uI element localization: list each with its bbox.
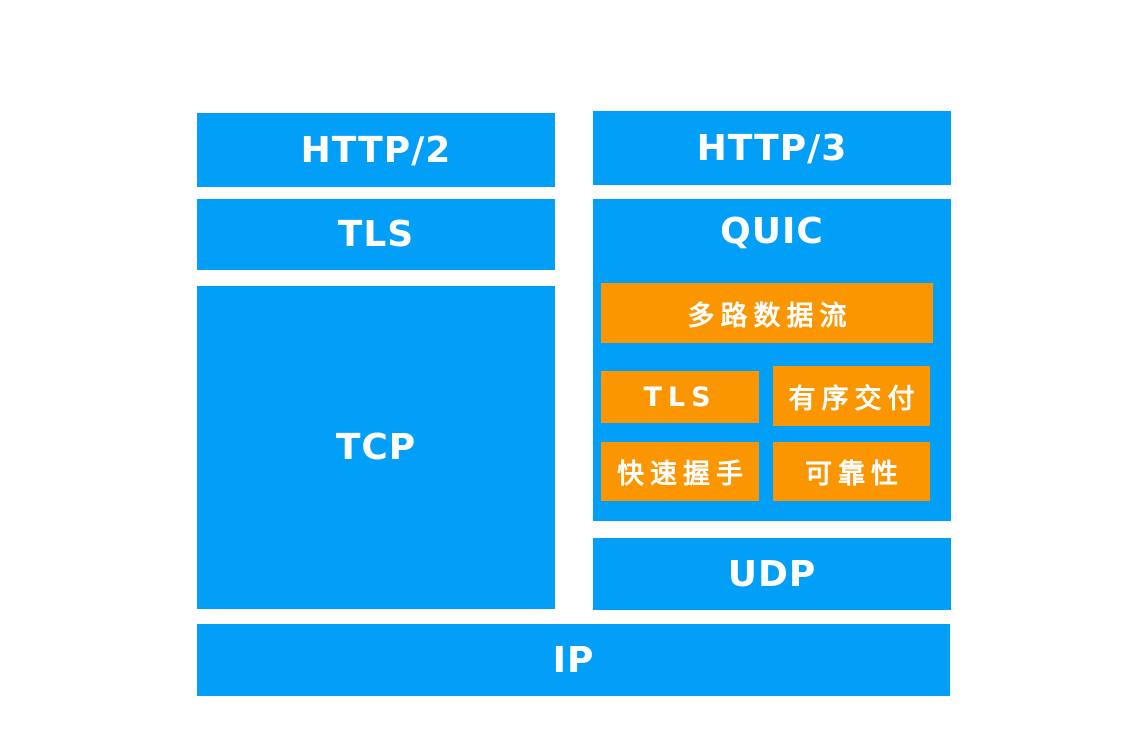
reliability-label: 可靠性: [805, 459, 904, 490]
http3-label: HTTP/3: [696, 127, 848, 169]
fast-handshake-label: 快速握手: [617, 459, 749, 490]
ip-label: IP: [552, 639, 595, 681]
ordered-delivery-label: 有序交付: [788, 383, 921, 415]
quic-feature-fast-handshake: 快速握手: [601, 442, 759, 501]
quic-feature-tls: TLS: [601, 371, 759, 423]
http3-box: HTTP/3: [593, 111, 951, 185]
quic-feature-ordered-delivery: 有序交付: [773, 366, 930, 426]
quic-label: QUIC: [720, 211, 824, 252]
tls-label: TLS: [337, 214, 415, 255]
quic-feature-multiplexed-streams: 多路数据流: [601, 283, 933, 343]
http2-box: HTTP/2: [197, 113, 555, 187]
tls-box: TLS: [197, 199, 555, 270]
udp-label: UDP: [727, 553, 817, 595]
udp-box: UDP: [593, 538, 951, 610]
quic-feature-reliability: 可靠性: [773, 442, 930, 501]
quic-box: QUIC 多路数据流 TLS 有序交付 快速握手 可靠性: [593, 199, 951, 521]
tcp-label: TCP: [335, 427, 417, 468]
ip-box: IP: [197, 624, 950, 696]
multiplexed-streams-label: 多路数据流: [687, 300, 853, 332]
http2-label: HTTP/2: [300, 129, 452, 171]
tcp-box: TCP: [197, 286, 555, 609]
quic-tls-label: TLS: [643, 381, 717, 413]
